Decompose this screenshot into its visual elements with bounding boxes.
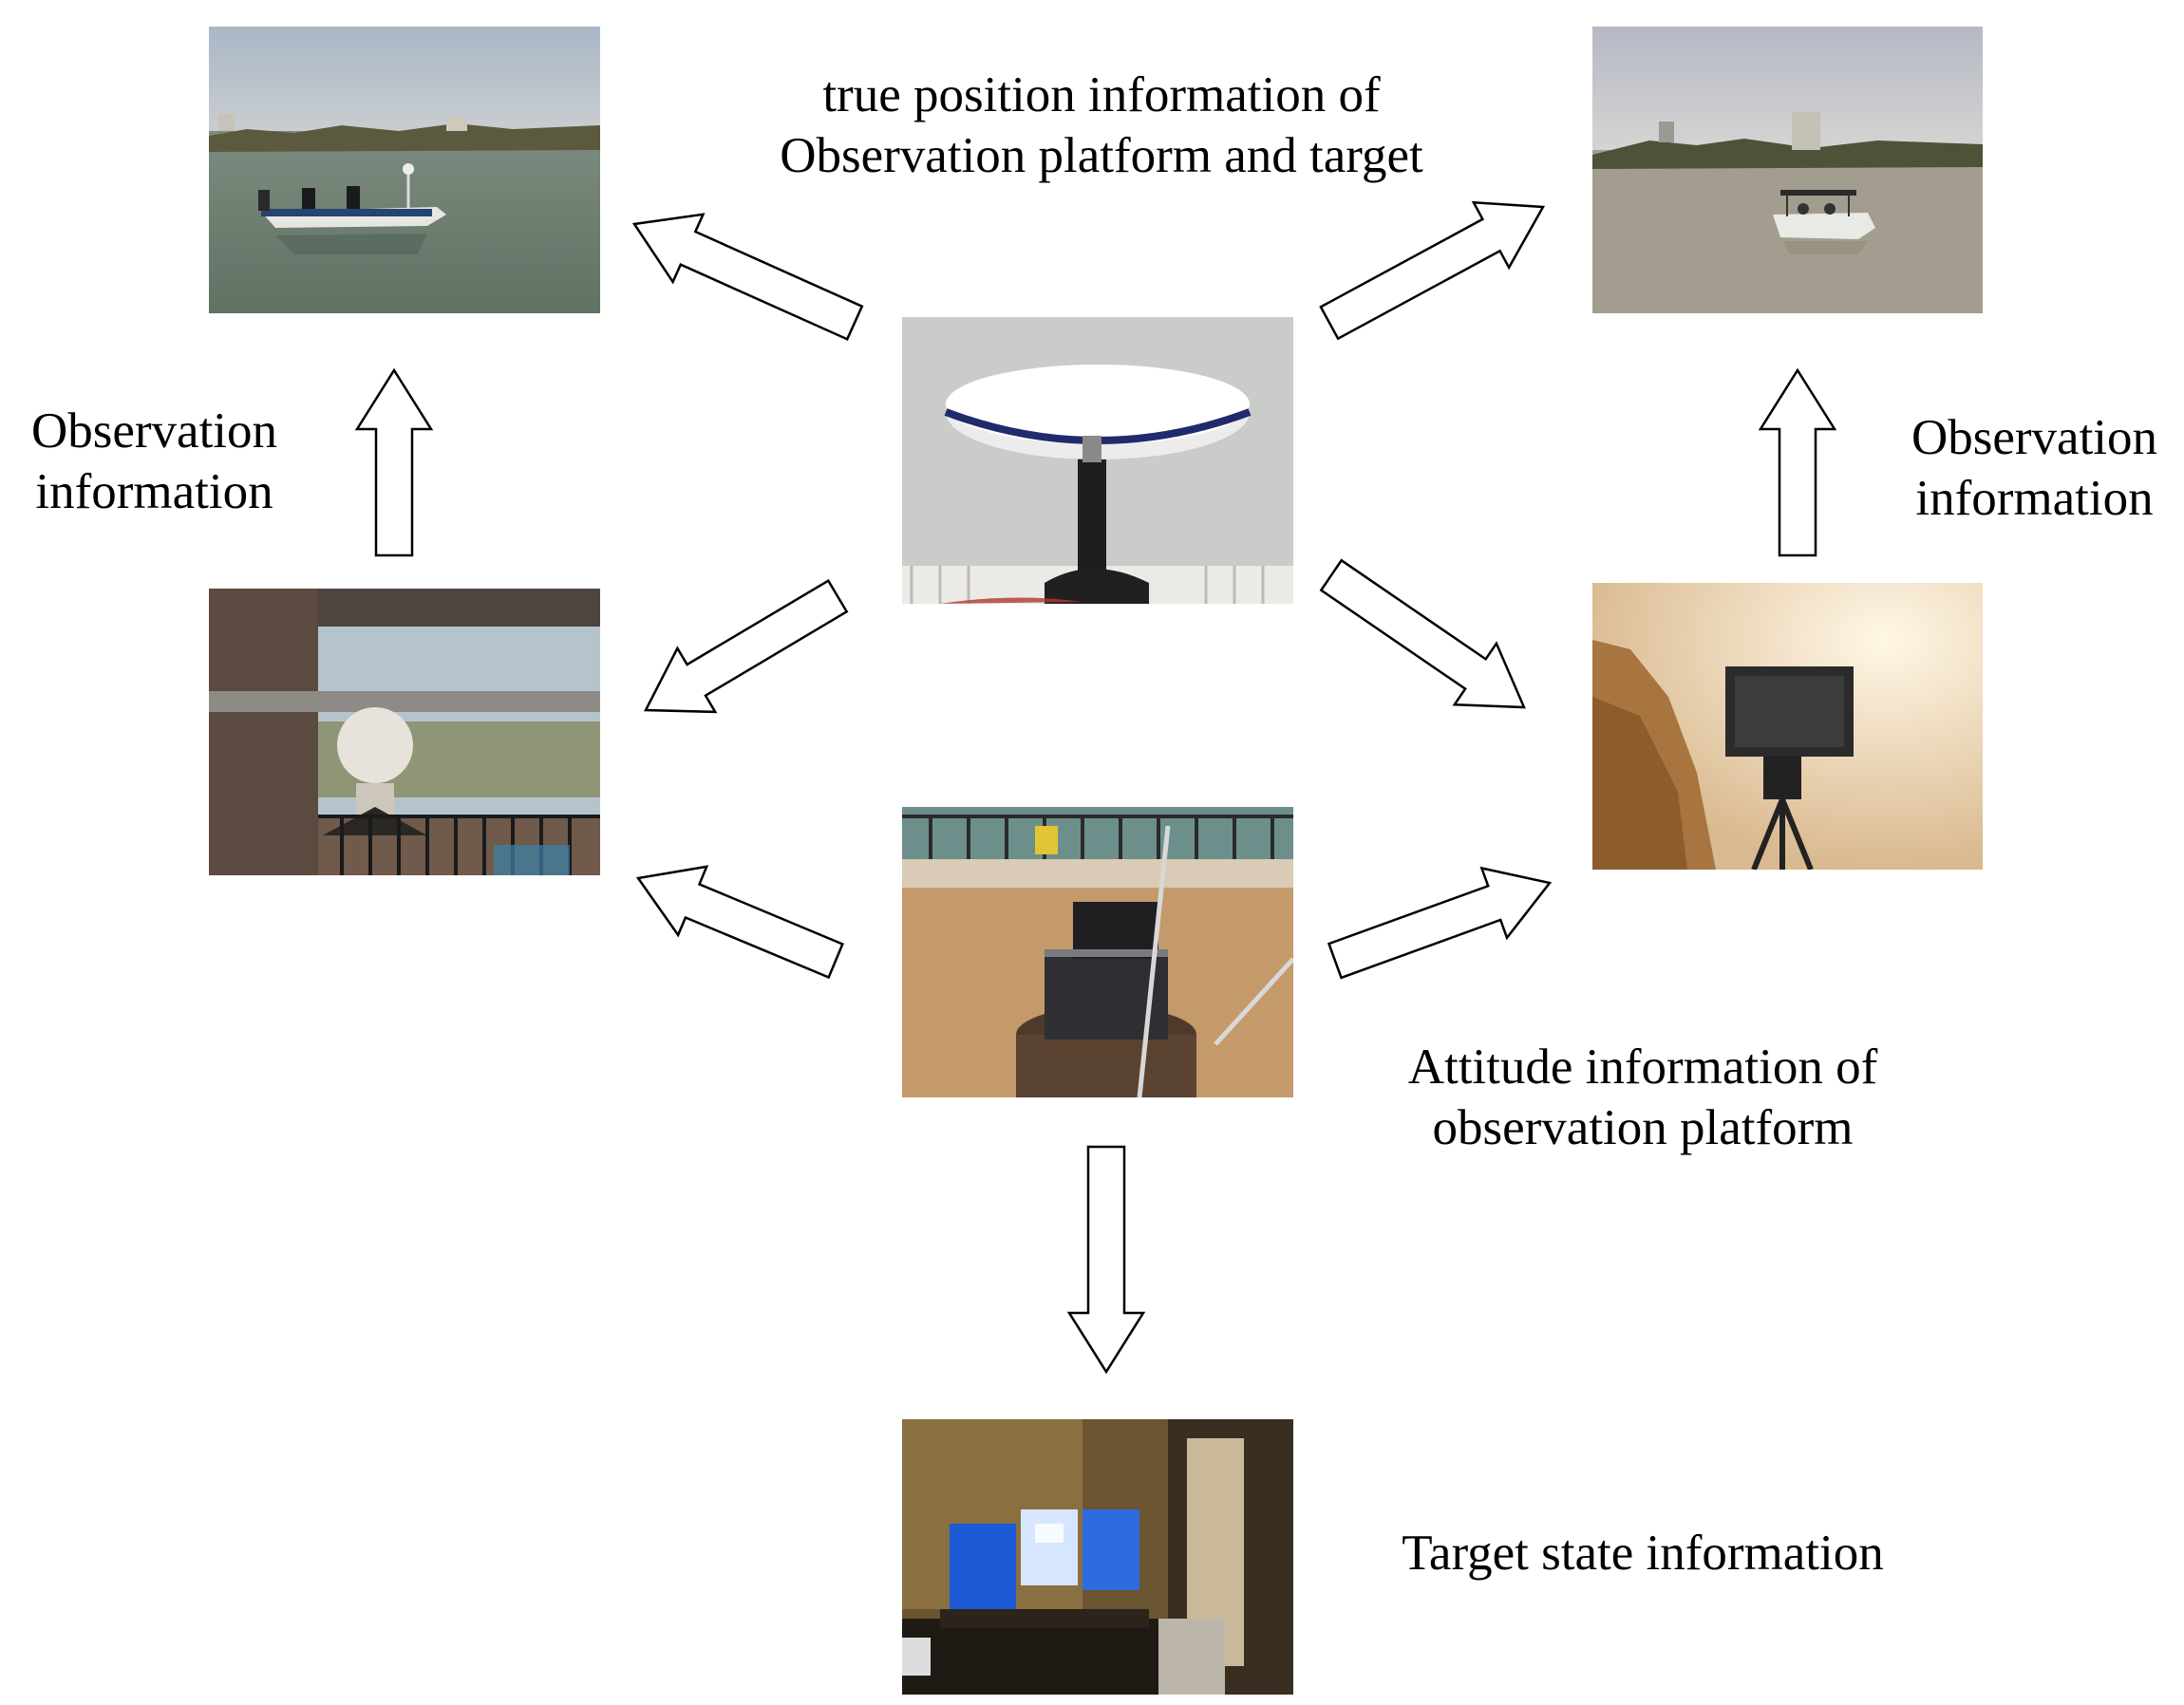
observation-info-left-label: Observation information (0, 401, 309, 522)
gnss-antenna-photo (902, 317, 1293, 604)
true-position-label: true position information of Observation… (722, 65, 1481, 186)
observation-info-left-line2: information (35, 464, 273, 519)
arrow-sensor-to-workstation (1066, 1145, 1146, 1375)
camera-shore-photo (1592, 583, 1983, 870)
arrow-camera-to-boat-right (1758, 367, 1837, 557)
attitude-info-label-line1: Attitude information of (1407, 1040, 1878, 1095)
target-state-label-text: Target state information (1402, 1526, 1884, 1581)
arrow-antenna-to-radar (643, 578, 849, 714)
workstation-photo (902, 1419, 1293, 1695)
observation-info-right-line1: Observation (1911, 410, 2158, 465)
arrow-antenna-to-boat-right (1319, 200, 1546, 341)
attitude-sensor-photo (902, 807, 1293, 1097)
true-position-label-line1: true position information of (822, 67, 1381, 122)
true-position-label-line2: Observation platform and target (780, 128, 1423, 183)
boat-photo-right (1592, 27, 1983, 313)
boat-photo-left (209, 27, 600, 313)
arrow-sensor-to-radar (635, 865, 844, 980)
observation-info-right-line2: information (1915, 471, 2154, 526)
arrow-antenna-to-camera (1319, 558, 1526, 709)
attitude-info-label: Attitude information of observation plat… (1358, 1037, 1928, 1158)
arrow-radar-to-boat-left (354, 367, 434, 557)
observation-info-left-line1: Observation (30, 403, 278, 459)
arrow-sensor-to-camera (1327, 866, 1553, 980)
target-state-label: Target state information (1358, 1523, 1928, 1583)
attitude-info-label-line2: observation platform (1432, 1100, 1854, 1155)
arrow-antenna-to-boat-left (631, 213, 864, 341)
radar-balcony-photo (209, 589, 600, 875)
observation-info-right-label: Observation information (1885, 407, 2184, 529)
